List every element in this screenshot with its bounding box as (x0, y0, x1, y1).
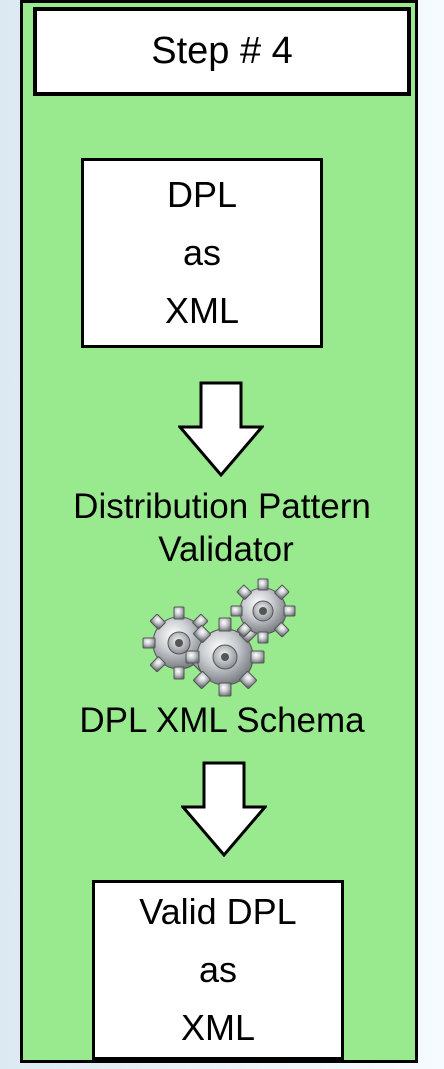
step-panel: Step # 4 DPL as XML Distribution Pattern… (20, 0, 418, 1063)
input-dpl-box: DPL as XML (81, 158, 323, 348)
step-title: Step # 4 (151, 30, 293, 72)
step-title-box: Step # 4 (33, 7, 411, 96)
down-arrow-icon (178, 381, 264, 477)
input-line-2: as (182, 232, 222, 273)
output-line-1: Valid DPL (139, 891, 297, 932)
input-line-3: XML (164, 290, 240, 331)
output-line-3: XML (180, 1007, 256, 1048)
output-valid-dpl-box: Valid DPL as XML (92, 880, 344, 1060)
schema-label: DPL XML Schema (79, 701, 365, 740)
down-arrow-icon (181, 761, 267, 857)
gears-icon (142, 578, 296, 697)
input-line-1: DPL (166, 174, 238, 215)
gear-right (230, 578, 296, 644)
validator-label-line-2: Validator (158, 530, 294, 569)
validator-label-line-1: Distribution Pattern (73, 487, 371, 526)
output-line-2: as (198, 949, 238, 990)
validator-label: Distribution Pattern Validator (23, 485, 421, 571)
